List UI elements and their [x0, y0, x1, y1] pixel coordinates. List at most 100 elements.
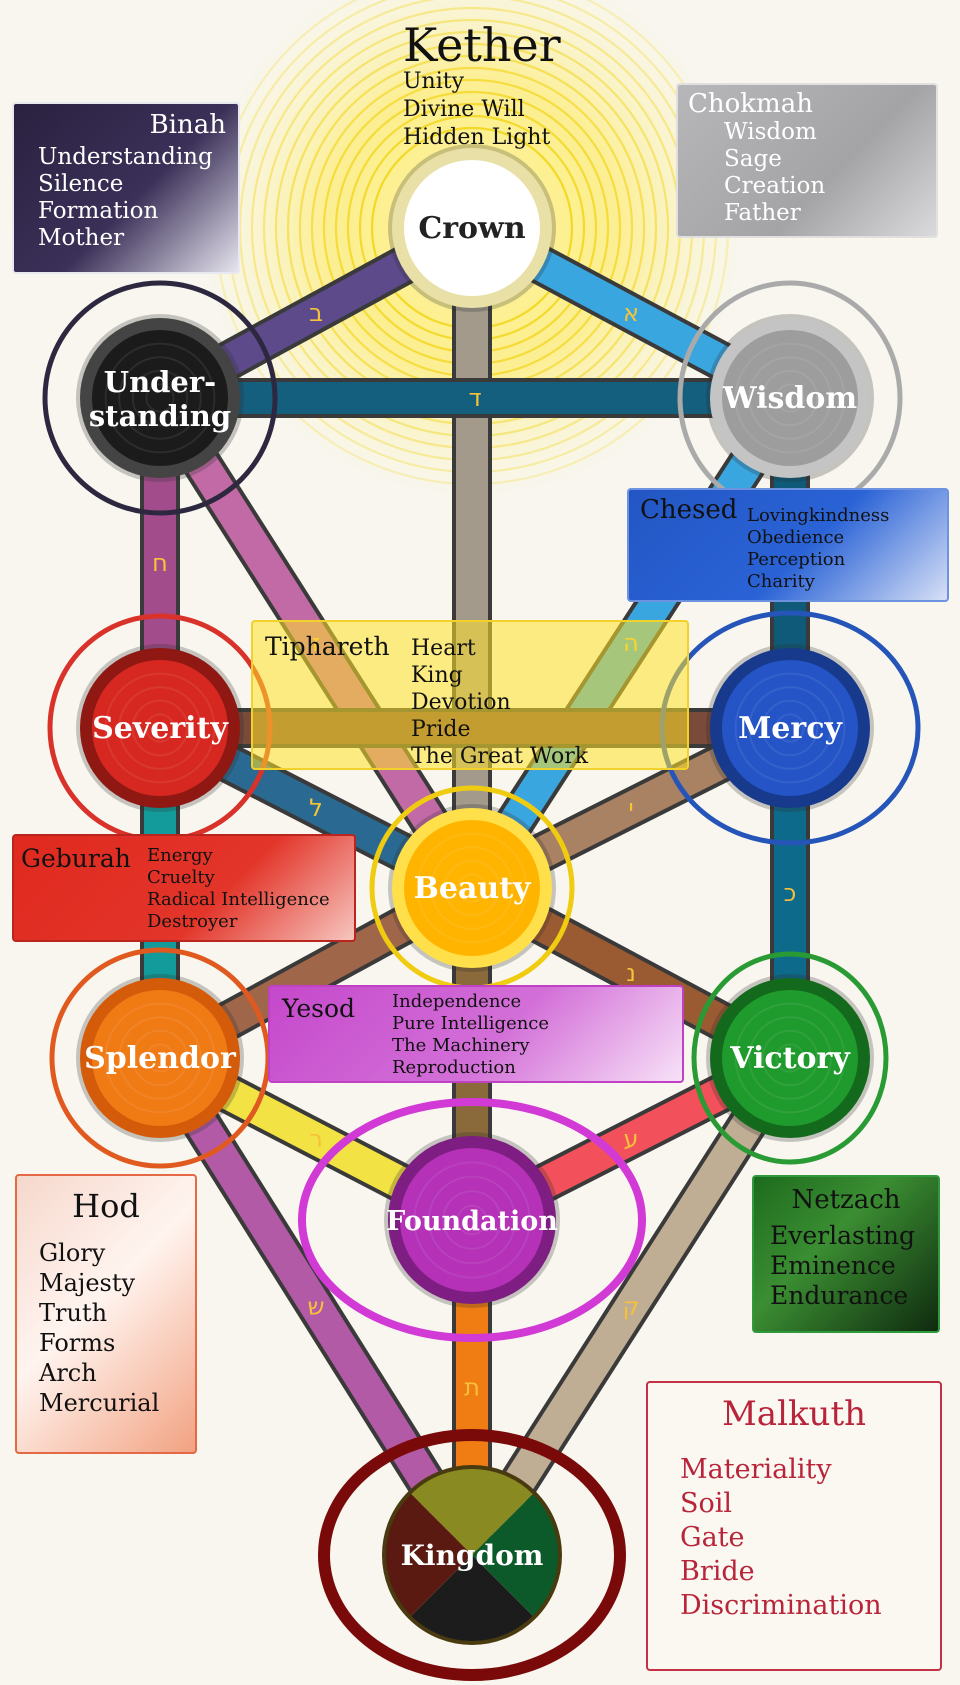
chokmah-attribute: Sage	[724, 146, 782, 172]
binah-title: Binah	[149, 110, 226, 140]
chokmah-attribute: Wisdom	[724, 119, 817, 145]
crown-texture	[443, 199, 501, 257]
severity-texture	[118, 686, 202, 770]
hebrew-letter: ק	[622, 1293, 639, 1321]
tiphareth-attribute: Pride	[411, 717, 471, 742]
kingdom-quadrant	[472, 1492, 560, 1618]
victory-label: Victory	[729, 1041, 851, 1076]
understanding-label-line1: Under-	[104, 365, 216, 399]
hod-box: Hod Glory Majesty Truth Forms Arch Mercu…	[15, 1174, 197, 1454]
geburah-attribute: Energy	[147, 845, 213, 866]
hebrew-letter: ש	[307, 1293, 324, 1321]
kether-attribute: Divine Will	[403, 97, 525, 122]
hebrew-letter: ל	[309, 794, 323, 822]
severity-label: Severity	[92, 711, 229, 746]
severity-texture	[131, 699, 189, 757]
splendor-texture	[118, 1016, 202, 1100]
malkuth-attribute: Gate	[680, 1522, 745, 1553]
hod-attribute: Mercurial	[39, 1389, 160, 1417]
geburah-attribute: Radical Intelligence	[147, 889, 330, 910]
chesed-attribute: Charity	[747, 571, 815, 592]
splendor-node	[92, 990, 228, 1126]
malkuth-attribute: Materiality	[680, 1454, 832, 1485]
foundation-label: Foundation	[386, 1206, 558, 1237]
kingdom-label: Kingdom	[401, 1539, 544, 1572]
geburah-attribute: Destroyer	[147, 911, 238, 932]
hebrew-letter: י	[628, 794, 633, 822]
crown-texture	[416, 172, 528, 284]
wisdom-texture	[761, 369, 819, 427]
wisdom-label: Wisdom	[722, 381, 857, 416]
kether-label: Kether Unity Divine Will Hidden Light	[403, 22, 643, 152]
binah-attribute: Understanding	[38, 144, 213, 170]
beauty-node	[404, 820, 540, 956]
victory-texture	[761, 1029, 819, 1087]
chesed-attribute: Perception	[747, 549, 846, 570]
hod-attribute: Forms	[39, 1329, 116, 1357]
yesod-attribute: Independence	[392, 991, 522, 1012]
mercy-texture	[748, 686, 832, 770]
tiphareth-box: Tiphareth Heart King Devotion Pride The …	[251, 620, 689, 770]
splendor-texture	[104, 1002, 216, 1114]
malkuth-title: Malkuth	[721, 1394, 867, 1434]
yesod-attribute: Pure Intelligence	[392, 1013, 550, 1034]
severity-node	[92, 660, 228, 796]
tiphareth-attribute: Devotion	[411, 690, 511, 715]
kingdom-ring	[318, 1429, 626, 1681]
malkuth-attribute: Discrimination	[680, 1590, 882, 1621]
crown-label: Crown	[418, 211, 526, 246]
wisdom-node	[722, 330, 858, 466]
chokmah-attribute: Creation	[724, 173, 826, 199]
hebrew-letter: כ	[784, 879, 797, 907]
chokmah-title: Chokmah	[688, 89, 813, 119]
hebrew-letter: ת	[464, 1374, 480, 1402]
kingdom-quadrant	[409, 1467, 535, 1555]
understanding-texture	[104, 342, 216, 454]
beauty-texture	[457, 873, 487, 903]
splendor-texture	[145, 1043, 175, 1073]
malkuth-attribute: Soil	[680, 1488, 733, 1519]
tiphareth-attribute: Heart	[411, 636, 476, 661]
victory-texture	[775, 1043, 805, 1073]
geburah-attribute: Cruelty	[147, 867, 215, 888]
kether-attribute: Hidden Light	[403, 125, 551, 150]
beauty-label: Beauty	[414, 871, 533, 906]
hebrew-letter: נ	[626, 959, 636, 987]
chesed-attribute: Obedience	[747, 527, 845, 548]
kingdom-quadrant	[409, 1555, 535, 1643]
netzach-title: Netzach	[791, 1185, 901, 1215]
kingdom-quadrant	[384, 1492, 472, 1618]
chesed-box: Chesed Lovingkindness Obedience Percepti…	[627, 488, 949, 602]
wisdom-texture	[748, 356, 832, 440]
crown-node	[404, 160, 540, 296]
victory-texture	[734, 1002, 846, 1114]
beauty-texture	[443, 859, 501, 917]
netzach-attribute: Eminence	[770, 1251, 896, 1280]
foundation-texture	[442, 1190, 502, 1250]
foundation-texture	[456, 1204, 488, 1236]
yesod-attribute: The Machinery	[392, 1035, 530, 1056]
chokmah-attribute: Father	[724, 200, 801, 226]
hebrew-letter: א	[623, 299, 639, 327]
netzach-box: Netzach Everlasting Eminence Endurance	[752, 1175, 940, 1333]
hod-attribute: Majesty	[39, 1269, 136, 1297]
tiphareth-attribute: The Great Work	[411, 744, 589, 769]
tiphareth-title: Tiphareth	[265, 632, 390, 661]
geburah-title: Geburah	[21, 844, 131, 873]
kether-title: Kether	[403, 18, 561, 72]
binah-box: Binah Understanding Silence Formation Mo…	[12, 102, 240, 274]
yesod-title: Yesod	[282, 994, 356, 1023]
victory-ring	[691, 951, 889, 1165]
netzach-attribute: Everlasting	[770, 1221, 915, 1250]
hebrew-letter: ר	[309, 1125, 323, 1153]
hod-attribute: Glory	[39, 1239, 106, 1267]
victory-node	[722, 990, 858, 1126]
splendor-label: Splendor	[84, 1041, 237, 1076]
foundation-ring	[298, 1098, 646, 1342]
hod-title: Hod	[72, 1187, 140, 1225]
tiphareth-attribute: King	[411, 663, 463, 688]
malkuth-box: Malkuth Materiality Soil Gate Bride Disc…	[646, 1381, 942, 1671]
